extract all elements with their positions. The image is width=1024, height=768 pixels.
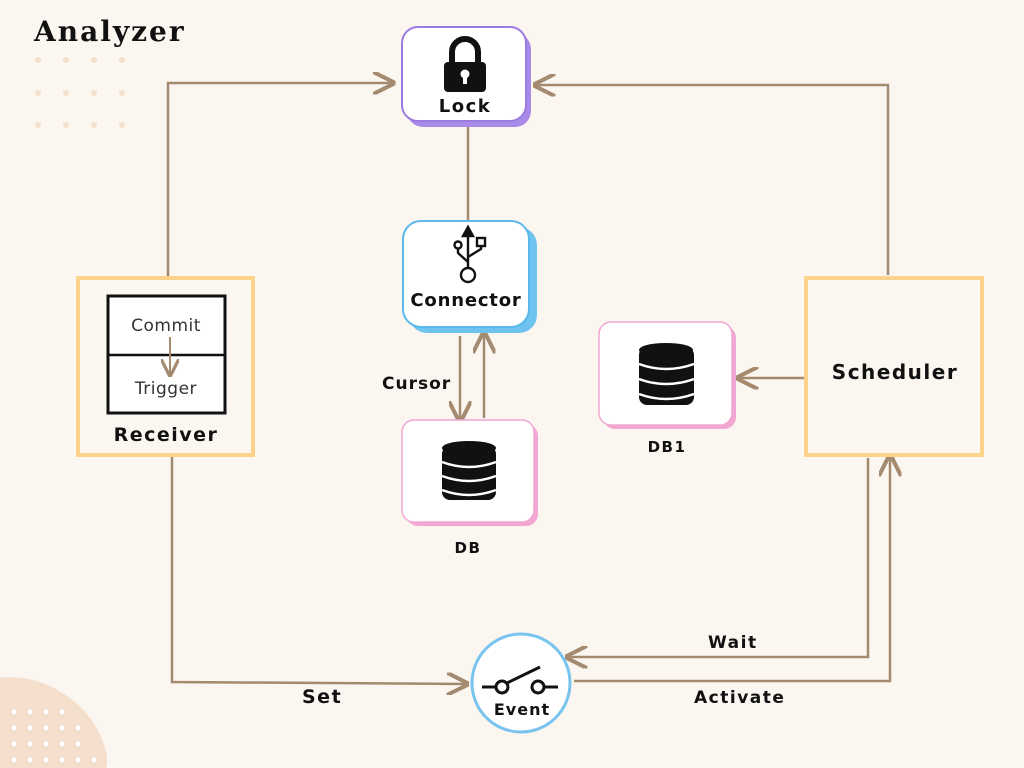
node-label-scheduler: Scheduler	[832, 360, 958, 384]
database-icon	[638, 343, 695, 405]
lock-icon	[444, 36, 486, 92]
node-label-db1: DB1	[648, 438, 687, 456]
edge-label-set: Set	[302, 686, 342, 708]
node-label-event: Event	[494, 700, 550, 719]
node-label-receiver: Receiver	[114, 424, 219, 446]
node-scheduler[interactable]: Scheduler	[804, 276, 984, 457]
node-event[interactable]: Event	[470, 632, 572, 734]
edge-label-cursor: Cursor	[382, 374, 451, 394]
switch-icon	[482, 665, 558, 695]
usb-icon	[453, 224, 487, 284]
database-icon	[441, 441, 497, 500]
decor-dots-top	[35, 57, 125, 128]
node-db1[interactable]	[598, 321, 736, 429]
edge-event-activate-scheduler	[574, 456, 890, 683]
edge-scheduler-to-lock	[535, 85, 890, 275]
edge-scheduler-wait-event	[567, 458, 870, 657]
node-lock[interactable]: Lock	[401, 26, 531, 127]
node-label-trigger: Trigger	[134, 379, 197, 399]
node-connector[interactable]: Connector	[402, 220, 537, 333]
node-label-commit: Commit	[131, 316, 201, 336]
node-db[interactable]	[401, 419, 538, 526]
node-label-connector: Connector	[410, 290, 521, 311]
edge-label-wait: Wait	[708, 633, 758, 653]
node-receiver[interactable]: Commit Trigger Receiver	[76, 276, 255, 457]
edge-receiver-set-event	[170, 457, 467, 684]
page-title: Analyzer	[33, 15, 186, 48]
edge-label-activate: Activate	[694, 688, 785, 708]
node-label-db: DB	[455, 539, 482, 557]
decor-blob-bottom	[0, 677, 108, 768]
node-label-lock: Lock	[439, 96, 491, 117]
edge-receiver-to-lock	[166, 83, 393, 277]
